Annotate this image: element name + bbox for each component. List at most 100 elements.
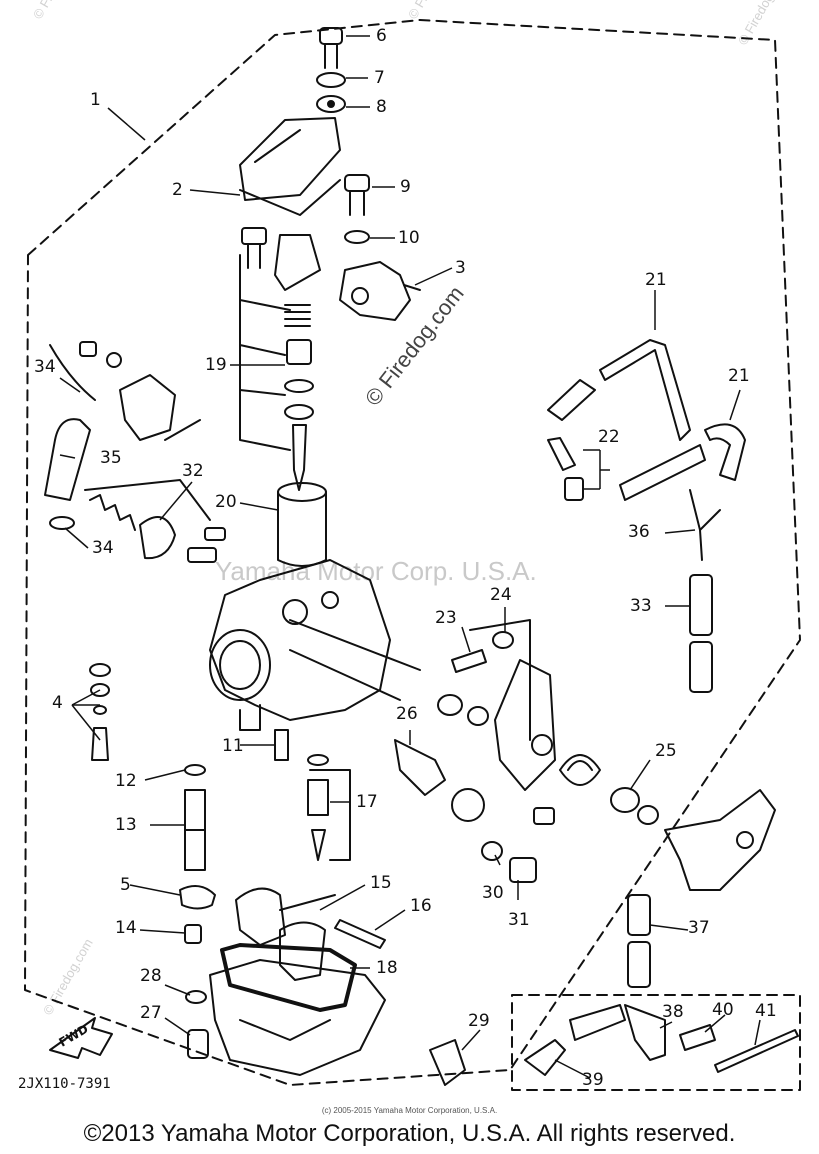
hose-35 <box>44 418 91 501</box>
tee-36 <box>689 489 721 561</box>
screw-23 <box>451 649 487 673</box>
callout-31: 31 <box>508 910 530 930</box>
hose-39 <box>524 1004 626 1076</box>
float-bowl <box>209 959 386 1076</box>
callout-16: 16 <box>410 896 432 916</box>
throttle-valve-20 <box>277 491 327 567</box>
callout-26: 26 <box>396 704 418 724</box>
clip-12 <box>184 764 206 776</box>
callout-34-b: 34 <box>92 538 114 558</box>
needle-holder-19 <box>286 339 312 365</box>
subassembly-boundary <box>511 994 801 1091</box>
spring-25 <box>559 754 601 786</box>
float-15 <box>235 887 286 946</box>
jet-14 <box>184 924 202 944</box>
throttle-lever <box>664 789 776 891</box>
callout-12: 12 <box>115 771 137 791</box>
screw-6 <box>319 27 343 45</box>
callout-2: 2 <box>172 180 183 200</box>
tube-37-b <box>627 941 651 988</box>
tube-37 <box>627 894 651 936</box>
callout-22: 22 <box>598 427 620 447</box>
assembly-boundary <box>24 19 801 1086</box>
callout-21: 21 <box>645 270 667 290</box>
callout-34: 34 <box>34 357 56 377</box>
callout-25: 25 <box>655 741 677 761</box>
callout-29: 29 <box>468 1011 490 1031</box>
callout-39: 39 <box>582 1070 604 1090</box>
callout-21-b: 21 <box>728 366 750 386</box>
tube-33-b <box>689 641 713 693</box>
callout-19: 19 <box>205 355 227 375</box>
band-41 <box>714 1029 799 1073</box>
copyright-notice: ©2013 Yamaha Motor Corporation, U.S.A. A… <box>83 1120 736 1147</box>
clip-plate <box>274 234 321 291</box>
screw-22 <box>547 437 576 471</box>
callout-8: 8 <box>376 97 387 117</box>
screw-27 <box>187 1029 209 1059</box>
screw-9 <box>344 174 370 192</box>
screw-top <box>241 227 267 245</box>
callout-4: 4 <box>52 693 63 713</box>
callout-7: 7 <box>374 68 385 88</box>
callout-1: 1 <box>90 90 101 110</box>
callout-35: 35 <box>100 448 122 468</box>
bracket <box>494 659 556 791</box>
pin-16 <box>334 919 386 949</box>
callout-38: 38 <box>662 1002 684 1022</box>
washer-30 <box>481 841 503 861</box>
bolt <box>79 341 97 357</box>
washer-10 <box>344 230 370 244</box>
callout-32: 32 <box>182 461 204 481</box>
callout-41: 41 <box>755 1001 777 1021</box>
gasket-18 <box>220 943 357 1012</box>
callout-3: 3 <box>455 258 466 278</box>
callout-10: 10 <box>398 228 420 248</box>
spring-32 <box>89 494 136 531</box>
spring <box>284 304 311 327</box>
washer-8 <box>316 95 346 113</box>
holder-5 <box>179 885 216 910</box>
nut-24 <box>492 631 514 649</box>
drain-screw-29 <box>429 1039 466 1086</box>
cover-2 <box>239 117 341 201</box>
callout-36: 36 <box>628 522 650 542</box>
callout-17: 17 <box>356 792 378 812</box>
screw-small <box>533 807 555 825</box>
callout-14: 14 <box>115 918 137 938</box>
callout-30: 30 <box>482 883 504 903</box>
callout-9: 9 <box>400 177 411 197</box>
tube-21-b <box>704 423 746 481</box>
pilot-screw-26 <box>394 739 446 796</box>
jet-13 <box>184 789 206 871</box>
callout-20: 20 <box>215 492 237 512</box>
callout-24: 24 <box>490 585 512 605</box>
plug-4 <box>91 727 109 761</box>
callout-5: 5 <box>120 875 131 895</box>
jet-needle <box>292 424 307 491</box>
callout-23: 23 <box>435 608 457 628</box>
callout-15: 15 <box>370 873 392 893</box>
small-copyright: (c) 2005-2015 Yamaha Motor Corporation, … <box>321 1106 498 1115</box>
intake <box>209 629 271 701</box>
fuel-tube <box>547 379 596 421</box>
callout-40: 40 <box>712 1000 734 1020</box>
washer-28 <box>185 990 207 1004</box>
choke-cover <box>119 374 176 441</box>
clip-34 <box>49 516 75 530</box>
carburetor-body <box>209 559 391 721</box>
callout-33: 33 <box>630 596 652 616</box>
float-15-b <box>279 921 326 981</box>
screw-32 <box>187 547 217 563</box>
tube-21 <box>599 339 691 441</box>
callout-18: 18 <box>376 958 398 978</box>
tube-33 <box>689 574 713 636</box>
callout-37: 37 <box>688 918 710 938</box>
needle-valve-17 <box>307 779 329 816</box>
throttle-stop-3 <box>339 261 411 321</box>
plunger <box>139 516 176 560</box>
fwd-arrow-icon <box>49 1017 113 1059</box>
callout-27: 27 <box>140 1003 162 1023</box>
